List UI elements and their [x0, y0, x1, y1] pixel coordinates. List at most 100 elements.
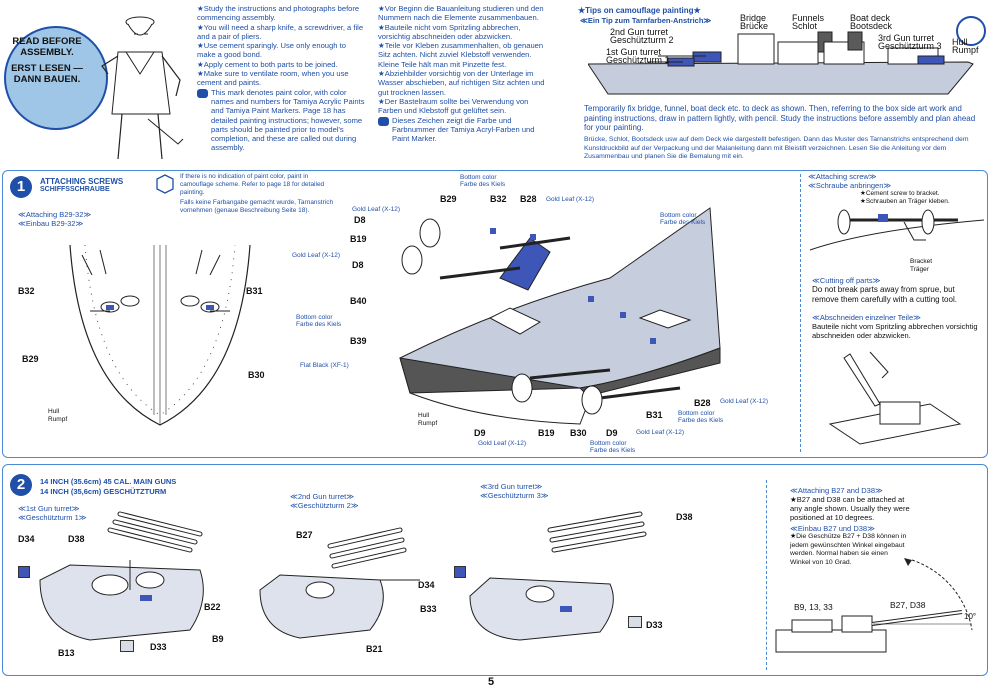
side-screw-note: ★Cement screw to bracket. ★Schrauben an …	[860, 190, 950, 206]
turret1-d34-part	[18, 566, 30, 578]
step1-sub: ≪Attaching B29-32≫ ≪Einbau B29-32≫	[18, 210, 91, 228]
step1-label-d8-a: D8	[354, 215, 366, 225]
step1-label-d9-a: D9	[474, 428, 486, 438]
badge-line1: READ BEFORE	[12, 36, 82, 47]
side-screw-note-de: ★Schrauben an Träger kleben.	[860, 198, 950, 205]
cut-title-de: ≪Abschneiden einzelner Teile≫	[812, 313, 921, 322]
sailor-illustration	[101, 16, 184, 160]
step1-label-b39: B39	[350, 336, 367, 346]
cut-text: Do not break parts away from sprue, but …	[812, 285, 957, 304]
turret1-title: ≪1st Gun turret≫≪Geschützturm 1≫	[18, 504, 87, 522]
step1-flat-black: Flat Black (XF-1)	[300, 362, 349, 369]
paint-mark-icon	[197, 88, 208, 98]
step1-label-b28-top: B28	[520, 194, 537, 204]
paint-mark-icon-de	[378, 116, 389, 126]
instr-de-4: ★Abziehbilder vorsichtig von der Unterla…	[378, 69, 545, 97]
step2-title-en: 14 INCH (35.6cm) 45 CAL. MAIN GUNS	[40, 477, 177, 486]
step1-title-de: SCHIFFSSCHRAUBE	[40, 186, 110, 193]
angle-label-left: B9, 13, 33	[794, 602, 833, 612]
instructions-en: ★Study the instructions and photographs …	[197, 4, 365, 153]
turret2-label-b27: B27	[296, 530, 313, 540]
step2-title: 14 INCH (35.6cm) 45 CAL. MAIN GUNS 14 IN…	[40, 477, 176, 497]
step1-label-b31: B31	[246, 286, 263, 296]
step1-panel	[2, 170, 988, 458]
side-screw-title-de: ≪Schraube anbringen≫	[808, 181, 892, 190]
turret2-label-b22: B22	[204, 602, 221, 612]
side-screw-title: ≪Attaching screw≫ ≪Schraube anbringen≫	[808, 172, 891, 190]
turret3-diagram	[469, 511, 647, 641]
gun-angle-diagram	[775, 558, 973, 653]
step1-sub-en: ≪Attaching B29-32≫	[18, 210, 92, 219]
step1-label-d8-b: D8	[352, 260, 364, 270]
instr-de-5: ★Der Bastelraum sollte bei Verwendung vo…	[378, 96, 529, 116]
step1-label-b31-stern: B31	[646, 410, 663, 420]
angle-value: 10°	[964, 612, 977, 621]
instr-de-2: ★Bauteile nicht vom Spritzling abbrechen…	[378, 22, 521, 41]
instr-en-1: ★Study the instructions and photographs …	[197, 4, 360, 23]
step1-number: 1	[10, 176, 32, 198]
step1-label-b28-bottom: B28	[694, 398, 711, 408]
instructions-de: ★Vor Beginn die Bauanleitung studieren u…	[378, 4, 548, 143]
turret2-title: ≪2nd Gun turret≫≪Geschützturm 2≫	[290, 492, 359, 510]
cut-text-de: Bauteile nicht vom Spritzling abbrechen …	[812, 322, 978, 340]
turret3-label-d34: D34	[418, 580, 435, 590]
hexagon-icon	[156, 174, 174, 194]
step1-note: If there is no indication of paint color…	[180, 173, 338, 215]
turret1-label-b13: B13	[58, 648, 75, 658]
side-screw-note-en: ★Cement screw to bracket.	[860, 190, 940, 197]
step1-note-en: If there is no indication of paint color…	[180, 173, 325, 196]
instr-de-6: Dieses Zeichen zeigt die Farbe und Farbn…	[392, 115, 535, 144]
instr-en-2: ★You will need a sharp knife, a screwdri…	[197, 22, 364, 41]
step1-gold-leaf-6: Gold Leaf (X-12)	[478, 440, 527, 447]
turret3-label-d38: D38	[676, 512, 693, 522]
step1-label-b19-b: B19	[538, 428, 555, 438]
turret1-label-d34: D34	[18, 534, 35, 544]
step1-note-de: Falls keine Farbangabe gemacht wurde, Ta…	[180, 199, 334, 214]
side-screw-title-en: ≪Attaching screw≫	[808, 172, 877, 181]
step1-divider	[800, 174, 801, 452]
attach-b27-text-de: ★Die Geschütze B27 + D38 können in jedem…	[790, 533, 907, 566]
instr-en-5: ★Make sure to ventilate room, when you u…	[197, 69, 349, 88]
instr-en-4: ★Apply cement to both parts to be joined…	[197, 59, 338, 69]
page-number: 5	[488, 676, 495, 688]
badge-line2: ASSEMBLY.	[20, 47, 74, 58]
attach-b27-title: ≪Attaching B27 and D38≫	[790, 486, 883, 495]
tips-title-de: ≪Ein Tip zum Tarnfarben-Anstrich≫	[580, 16, 712, 25]
hull-bottom-view	[69, 244, 251, 426]
step1-gold-leaf-1: Gold Leaf (X-12)	[546, 196, 595, 203]
turret3-label-b33: B33	[420, 604, 437, 614]
instr-en-3: ★Use cement sparingly. Use only enough t…	[197, 41, 346, 60]
step2-panel	[2, 464, 988, 676]
turret1-label-d38: D38	[68, 534, 85, 544]
turret3-label-d33: D33	[646, 620, 663, 630]
turret2-diagram	[259, 527, 420, 639]
badge-line4: DANN BAUEN.	[13, 74, 81, 85]
instr-en-6: This mark denotes paint color, with colo…	[211, 87, 365, 153]
step1-title-en: ATTACHING SCREWS	[40, 177, 124, 186]
step2-title-de: 14 INCH (35,6cm) GESCHÜTZTURM	[40, 487, 167, 496]
tips-title: ★Tips on camouflage painting★	[578, 6, 701, 15]
step2-divider	[766, 480, 767, 670]
badge-line3: ERST LESEN —	[11, 63, 83, 74]
step2-number: 2	[10, 474, 32, 496]
cutting-tool-illustration	[828, 351, 962, 445]
stern-assembly-view	[399, 207, 721, 425]
turret3-d34-part	[454, 566, 466, 578]
step1-sub-de: ≪Einbau B29-32≫	[18, 219, 84, 228]
turret1-label-d33: D33	[150, 642, 167, 652]
tips-text-en: Temporarily fix bridge, funnel, boat dec…	[584, 104, 976, 132]
instr-de-3: ★Teile vor Kleben zusammenhalten, ob gen…	[378, 41, 544, 69]
turret1-d33-part	[120, 640, 134, 652]
ship-camouflage-diagram	[588, 31, 974, 95]
